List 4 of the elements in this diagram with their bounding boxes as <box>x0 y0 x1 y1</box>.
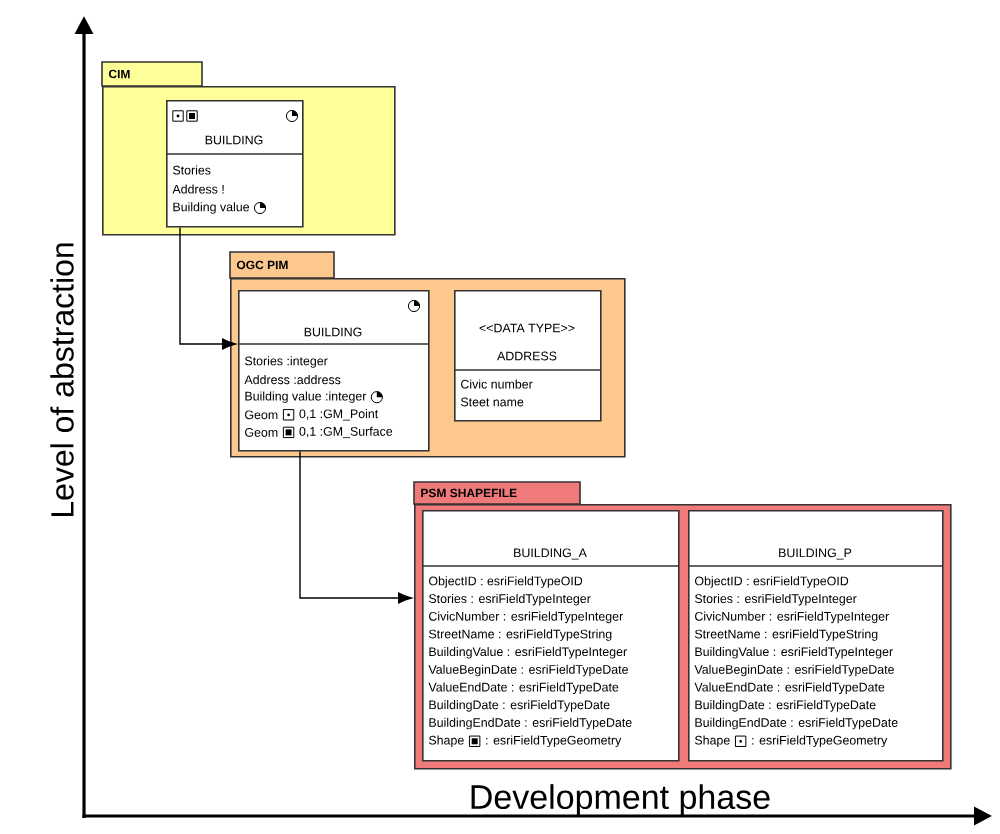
axis-label: Level of abstraction <box>50 243 74 517</box>
axis-label: Development phase <box>471 784 770 816</box>
connector-arrow <box>179 226 236 350</box>
connector-arrow <box>299 450 412 604</box>
